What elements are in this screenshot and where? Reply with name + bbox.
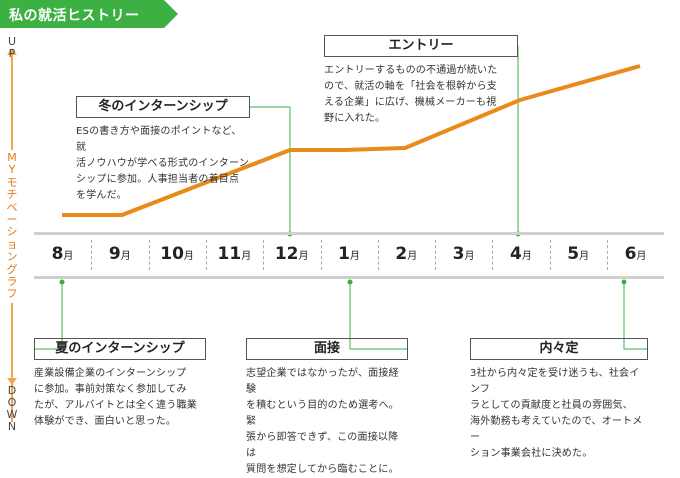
event-body: ESの書き方や面接のポイントなど、就活ノウハウが学べる形式のインターンシップに参…	[76, 124, 250, 204]
event-body-line: 野に入れた。	[324, 113, 386, 124]
month-divider	[377, 240, 380, 270]
event-entry: エントリー エントリーするものの不通過が続いたので、就活の軸を「社会を根幹から支…	[324, 35, 518, 127]
month-divider	[607, 240, 609, 270]
connector-dot	[347, 279, 353, 285]
event-body-line: える企業」に広げ、機械メーカーも視	[324, 97, 497, 108]
event-title: 冬のインターンシップ	[76, 96, 250, 118]
event-body-line: ラとしての貢献度と社員の雰囲気、	[470, 400, 633, 411]
title-banner-shape	[0, 0, 178, 28]
month-2: 2月	[395, 244, 418, 264]
month-10: 10月	[160, 244, 194, 264]
event-body-line: を積むという目的のため選考へ。緊	[246, 400, 399, 427]
month-8: 8月	[51, 244, 74, 264]
event-body-line: 海外勤務も考えていたので、オートメー	[470, 416, 643, 443]
arrow-up-icon	[7, 48, 17, 55]
connector-dot	[59, 279, 65, 285]
event-title: エントリー	[324, 35, 518, 57]
event-body-line: 活ノウハウが学べる形式のインターン	[76, 158, 249, 169]
month-divider	[435, 240, 437, 270]
month-divider	[91, 240, 93, 270]
event-interview: 面接 志望企業ではなかったが、面接経験を積むという目的のため選考へ。緊張から即答…	[246, 338, 408, 478]
month-1: 1月	[338, 244, 360, 264]
event-title: 内々定	[470, 338, 648, 360]
event-body-line: を学んだ。	[76, 190, 127, 201]
event-body-line: 質問を想定してから臨むことに。	[246, 464, 399, 475]
title-banner: 私の就活ヒストリー	[0, 0, 178, 28]
month-timeline: 8月 9月 10月 11月 12月 1月 2月 3月 4月 5月 6月	[34, 232, 664, 282]
month-divider	[549, 240, 552, 270]
month-divider	[205, 240, 208, 270]
timeline-bottom-bar	[34, 276, 664, 279]
event-body-line: 志望企業ではなかったが、面接経験	[246, 368, 399, 395]
event-body-line: シップに参加。人事担当者の着目点	[76, 174, 240, 185]
event-body: 産業設備企業のインターンシップに参加。事前対策なく参加してみたが、アルバイトとは…	[34, 366, 206, 430]
event-body-line: 3社から内々定を受け迷うも、社会インフ	[470, 368, 640, 395]
month-5: 5月	[567, 244, 590, 264]
month-12: 12月	[274, 244, 309, 264]
event-body-line: ので、就活の軸を「社会を根幹から支	[324, 81, 497, 92]
event-body-line: たが、アルバイトとは全く違う職業	[34, 400, 197, 411]
month-11: 11月	[217, 244, 252, 264]
event-body: 3社から内々定を受け迷うも、社会インフラとしての貢献度と社員の雰囲気、海外勤務も…	[470, 366, 648, 462]
event-winter-internship: 冬のインターンシップ ESの書き方や面接のポイントなど、就活ノウハウが学べる形式…	[76, 96, 250, 204]
month-divider	[320, 240, 323, 270]
month-divider	[492, 240, 494, 270]
connector-dot	[621, 279, 627, 285]
event-body-line: エントリーするものの不通過が続いた	[324, 65, 498, 76]
event-body: エントリーするものの不通過が続いたので、就活の軸を「社会を根幹から支える企業」に…	[324, 63, 518, 127]
event-body: 志望企業ではなかったが、面接経験を積むという目的のため選考へ。緊張から即答できず…	[246, 366, 408, 478]
event-body-line: 産業設備企業のインターンシップ	[34, 368, 187, 379]
event-body-line: に参加。事前対策なく参加してみ	[34, 384, 187, 395]
event-naitei: 内々定 3社から内々定を受け迷うも、社会インフラとしての貢献度と社員の雰囲気、海…	[470, 338, 648, 462]
month-4: 4月	[509, 244, 532, 264]
month-9: 9月	[108, 244, 131, 264]
event-title: 夏のインターンシップ	[34, 338, 206, 360]
month-6: 6月	[624, 244, 647, 264]
month-divider	[263, 240, 265, 270]
motivation-line	[62, 64, 641, 217]
event-body-line: 体験ができ、面白いと思った。	[34, 416, 177, 427]
month-divider	[148, 240, 151, 270]
page-title: 私の就活ヒストリー	[9, 8, 140, 24]
event-body-line: ESの書き方や面接のポイントなど、就	[76, 126, 242, 153]
arrow-down-icon	[7, 378, 17, 385]
timeline-top-bar	[34, 232, 664, 235]
event-summer-internship: 夏のインターンシップ 産業設備企業のインターンシップに参加。事前対策なく参加して…	[34, 338, 206, 430]
event-body-line: 張から即答できず、この面接以降は	[246, 432, 399, 459]
event-body-line: ション事業会社に決めた。	[470, 448, 593, 459]
month-3: 3月	[452, 244, 475, 264]
motivation-chart	[34, 46, 648, 350]
event-title: 面接	[246, 338, 408, 360]
